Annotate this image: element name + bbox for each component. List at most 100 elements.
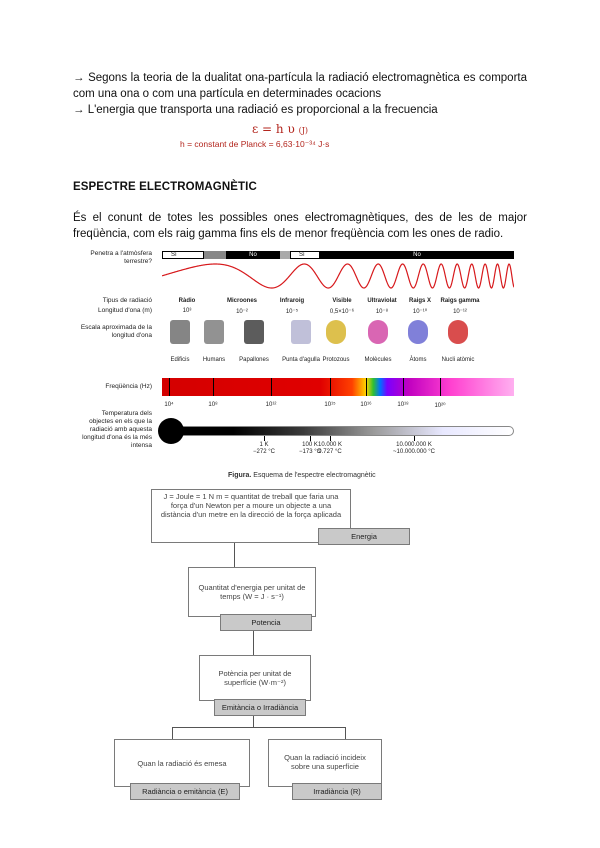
radiation-wavelength: 10³ [182, 308, 192, 314]
radiation-type-name: Raigs gamma [440, 298, 480, 304]
emitancia-label: Emitància o Irradiància [214, 699, 306, 716]
scale-object-icon [368, 320, 388, 344]
label-temperatura: Temperatura dels objectes en els que la … [82, 410, 152, 449]
wave-graphic [162, 263, 514, 289]
section-title: ESPECTRE ELECTROMAGNÈTIC [73, 181, 257, 193]
radiation-type-name: Ràdio [178, 298, 196, 304]
frequency-tick [169, 378, 170, 396]
scale-object-icon [244, 320, 264, 344]
connector-3 [253, 716, 254, 727]
caption-text: Esquema de l'espectre electromagnètic [251, 472, 376, 479]
atmosphere-yes-1: Sí [162, 251, 204, 259]
potencia-box: Quantitat d'energia per unitat de temps … [188, 567, 316, 617]
frequency-label: 10¹⁸ [397, 402, 409, 408]
label-penetra: Penetra a l'atmòsfera terrestre? [90, 250, 152, 265]
atmosphere-yes-2: Sí [290, 251, 320, 259]
frequency-tick [271, 378, 272, 396]
scale-object-label: Humans [202, 357, 226, 363]
potencia-label: Potencia [220, 614, 312, 631]
energy-formula: ε = h υ (J) [252, 122, 308, 136]
scale-object-icon [204, 320, 224, 344]
scale-object-label: Àtoms [409, 357, 427, 363]
atmosphere-no-1: No [226, 251, 280, 259]
connector-right [345, 727, 346, 739]
temperature-celsius: −173 °C [299, 449, 321, 455]
label-escala: Escala aproximada de la longitud d'ona [80, 324, 152, 339]
radiation-type-name: Visible [332, 298, 352, 304]
scale-object-icon [291, 320, 311, 344]
scale-object-icon [326, 320, 346, 344]
frequency-label: 10¹⁵ [324, 402, 336, 408]
temperature-celsius: −272 °C [253, 449, 275, 455]
connector-branch [172, 727, 346, 728]
planck-constant: h = constant de Planck = 6,63·10⁻³⁴ J·s [180, 139, 330, 149]
scale-object-label: Molècules [364, 357, 392, 363]
scale-object-label: Nucli atòmic [441, 357, 475, 363]
radiation-type-name: Infraroig [279, 298, 305, 304]
atmosphere-no-2: No [320, 251, 514, 259]
intro-line-1: → Segons la teoria de la dualitat ona-pa… [73, 72, 527, 100]
frequency-label: 10¹² [265, 402, 277, 408]
label-longitud: Longitud d'ona (m) [98, 307, 152, 314]
radiation-wavelength: 10⁻¹⁰ [412, 309, 428, 315]
connector-2 [253, 631, 254, 655]
temperature-kelvin: 100 K [302, 442, 318, 448]
radiation-type-name: Microones [226, 298, 257, 304]
label-tipus: Tipus de radiació [102, 297, 152, 304]
frequency-tick [330, 378, 331, 396]
radiation-wavelength: 10⁻⁸ [375, 309, 389, 315]
temperature-bulb [158, 418, 184, 444]
temperature-kelvin: 10.000 K [317, 442, 343, 448]
scale-object-label: Protozous [322, 357, 350, 363]
formula-unit: (J) [298, 126, 309, 135]
spectrum-figure: Penetra a l'atmòsfera terrestre? Tipus d… [78, 246, 518, 486]
energia-label: Energia [318, 528, 410, 545]
frequency-label: 10⁴ [164, 402, 174, 408]
radiation-wavelength: 10⁻⁵ [285, 309, 299, 315]
radiation-wavelength: 10⁻¹² [453, 309, 467, 315]
frequency-label: 10¹⁶ [360, 402, 372, 408]
scale-object-label: Punta d'agulla [282, 357, 320, 363]
atmosphere-partial-2 [280, 251, 290, 259]
temperature-tick [310, 436, 311, 441]
temperature-tick [414, 436, 415, 441]
frequency-tick [403, 378, 404, 396]
radiation-wavelength: 0,5×10⁻⁶ [329, 309, 355, 315]
scale-object-label: Papallones [239, 357, 269, 363]
temperature-bar [162, 426, 514, 436]
scale-object-icon [408, 320, 428, 344]
frequency-label: 10⁸ [208, 402, 218, 408]
emitancia-box: Potència per unitat de superfície (W·m⁻²… [199, 655, 311, 701]
connector-1 [234, 543, 235, 568]
temperature-tick [330, 436, 331, 441]
scale-object-label: Edificis [170, 357, 190, 363]
temperature-celsius: ~10.000.000 °C [393, 449, 435, 455]
emesa-box: Quan la radiació és emesa [114, 739, 250, 787]
scale-object-icon [170, 320, 190, 344]
incideix-box: Quan la radiació incideix sobre una supe… [268, 739, 382, 787]
frequency-bar [162, 378, 514, 396]
frequency-tick [366, 378, 367, 396]
radiation-type-name: Ultraviolat [367, 298, 397, 304]
frequency-tick [213, 378, 214, 396]
connector-left [172, 727, 173, 739]
caption-bold: Figura. [228, 472, 252, 479]
incideix-label: Irradiància (R) [292, 783, 382, 800]
atmosphere-partial-1 [204, 251, 226, 259]
intro-line-2: → L'energia que transporta una radiació … [73, 104, 438, 116]
radiation-wavelength: 10⁻² [236, 309, 248, 315]
emesa-label: Radiància o emitància (E) [130, 783, 240, 800]
figure-caption: Figura. Esquema de l'espectre electromag… [228, 472, 376, 479]
label-frequencia: Freqüència (Hz) [105, 383, 152, 390]
radiation-type-name: Raigs X [408, 298, 431, 304]
temperature-kelvin: 1 K [259, 442, 269, 448]
frequency-tick [440, 378, 441, 396]
temperature-celsius: 9.727 °C [318, 449, 342, 455]
temperature-kelvin: 10.000.000 K [396, 442, 432, 448]
frequency-label: 10²⁰ [434, 403, 446, 409]
scale-object-icon [448, 320, 468, 344]
formula-text: ε = h υ [252, 122, 295, 136]
section-paragraph: És el conunt de totes les possibles ones… [73, 212, 527, 240]
temperature-tick [264, 436, 265, 441]
energia-box: J = Joule = 1 N m = quantitat de treball… [151, 489, 351, 543]
